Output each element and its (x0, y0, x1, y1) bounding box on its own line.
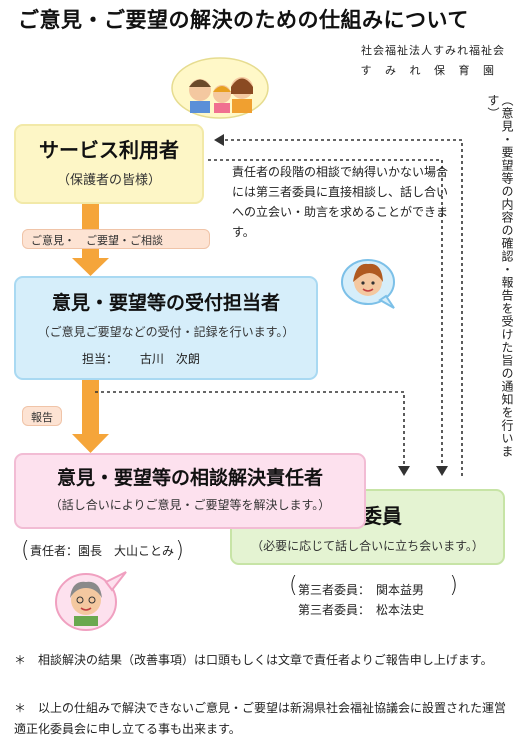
dotted-arrowhead-to-user (214, 134, 224, 146)
arrow-shaft-reception-to-resolver (82, 380, 99, 436)
third-party-member-1: 第三者委員： 関本益男 (298, 583, 425, 597)
footnote-2: ＊以上の仕組みで解決できないご意見・ご要望は新潟県社会福祉協議会に設置された運営… (14, 698, 506, 740)
footnote-mark-1: ＊ (14, 653, 27, 667)
page-title: ご意見・ご要望の解決のための仕組みについて (18, 8, 469, 32)
dotted-user-to-third (208, 159, 443, 466)
reception-person-name: 古川 次朗 (139, 352, 200, 366)
dotted-reception-to-third (95, 391, 405, 468)
elderly-woman-icon (55, 571, 127, 631)
family-icon (171, 57, 269, 119)
staff-woman-icon (341, 259, 395, 309)
reception-person-label: 担当： (82, 352, 119, 366)
dotted-arrowhead-user-to-third (436, 466, 448, 476)
service-user-box: サービス利用者 （保護者の皆様） (14, 124, 204, 204)
footnote-mark-2: ＊ (14, 701, 27, 715)
organization-name: 社会福祉法人すみれ福祉会 (361, 44, 505, 57)
report-label: 報告 (22, 406, 62, 426)
service-user-subtitle: （保護者の皆様） (56, 173, 161, 188)
third-party-explanation: 責任者の段階の相談で納得いかない場合には第三者委員に直接相談し、話し合いへの立会… (232, 165, 449, 239)
opinions-label: ご意見・ ご要望・ご相談 (22, 229, 210, 249)
resolver-title: 意見・要望等の相談解決責任者 (56, 467, 323, 489)
resolver-subtitle: （話し合いによりご意見・ご要望等を解決します。） (49, 498, 331, 512)
arrow-head-user-to-reception (72, 258, 109, 276)
reception-subtitle: （ご意見ご要望などの受付・記録を行います。） (37, 325, 295, 339)
footnote-1: ＊ 相談解決の結果（改善事項）は口頭もしくは文章で責任者よりご報告申し上げます。 (14, 650, 506, 671)
footnote-2-text: 以上の仕組みで解決できないご意見・ご要望は新潟県社会福祉協議会に設置された運営適… (14, 701, 507, 736)
resolver-person: 責任者：園長 大山ことみ (21, 538, 184, 563)
vertical-notice-text: （意見・要望等の内容の確認・報告を受けた旨の通知を行います） (486, 94, 514, 458)
reception-title: 意見・要望等の受付担当者 (51, 292, 280, 314)
third-party-members: 第三者委員： 関本益男 第三者委員： 松本法史 (289, 576, 458, 620)
nursery-name: す み れ 保 育 園 (360, 64, 499, 77)
service-user-title: サービス利用者 (39, 138, 179, 162)
third-party-member-2: 第三者委員： 松本法史 (298, 603, 425, 617)
reception-person: 担当： 古川 次朗 (16, 350, 316, 367)
reception-box: 意見・要望等の受付担当者 （ご意見ご要望などの受付・記録を行います。） 担当： … (14, 276, 318, 380)
dotted-arrowhead-to-third (398, 466, 410, 476)
resolver-box: 意見・要望等の相談解決責任者 （話し合いによりご意見・ご要望等を解決します。） (14, 453, 366, 529)
third-party-subtitle: （必要に応じて話し合いに立ち会います。） (251, 539, 484, 553)
arrow-head-reception-to-resolver (72, 434, 109, 453)
dotted-third-to-user (224, 139, 463, 476)
footnote-1-text: 相談解決の結果（改善事項）は口頭もしくは文章で責任者よりご報告申し上げます。 (38, 653, 493, 667)
